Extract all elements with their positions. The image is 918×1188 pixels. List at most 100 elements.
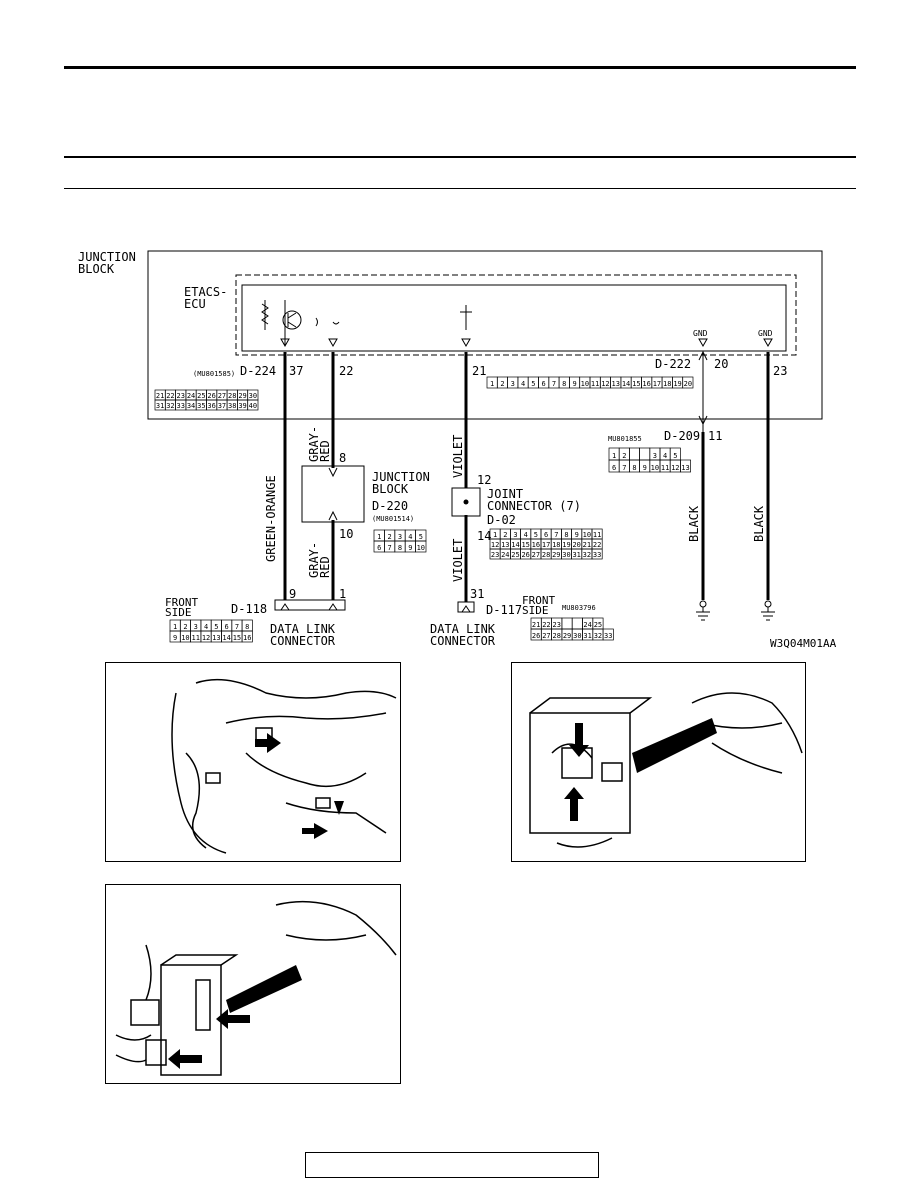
connector-d02: D-02 [487,513,516,527]
cavity-number: 8 [564,531,568,539]
cavity-number: 37 [218,402,226,410]
cavity-number: 29 [563,632,571,640]
cavity-number: 7 [387,544,391,552]
figure-code: W3Q04M01AA [770,637,837,650]
cavity-number: 29 [238,392,246,400]
d117-part: MU803796 [562,604,596,612]
cavity-number: 3 [513,531,517,539]
cavity-number: 11 [192,634,200,642]
cavity-number: 22 [593,541,601,549]
cavity-number: 6 [542,380,546,388]
cavity-number: 1 [493,531,497,539]
pin-14: 14 [477,529,491,543]
cavity-number: 2 [387,533,391,541]
cavity-number: 31 [572,551,580,559]
cavity-number: 24 [187,392,195,400]
cavity-number: 16 [642,380,650,388]
cavity-number: 34 [187,402,195,410]
pin-10: 10 [339,527,353,541]
cavity-number: 26 [532,632,540,640]
cavity-number: 9 [575,531,579,539]
cavity-number: 33 [604,632,612,640]
cavity-number: 8 [398,544,402,552]
cavity-number: 5 [534,531,538,539]
dashboard-harness-illustration [171,678,397,854]
cavity-number: 1 [612,452,616,460]
cavity-number: 15 [632,380,640,388]
connector-d224: D-224 [240,364,276,378]
ecu-pin-markers [280,338,773,348]
cavity-number: 32 [594,632,602,640]
wiring-diagram: JUNCTION BLOCK ETACS- ECU GND GND [78,250,837,650]
junction-block-box [147,250,823,420]
cavity-number: 26 [207,392,215,400]
connector-cavity [629,447,640,461]
cavity-number: 2 [183,623,187,631]
cavity-number: 6 [225,623,229,631]
cavity-number: 20 [572,541,580,549]
jb2-label-2: BLOCK [372,482,409,496]
location-illustration-1 [105,662,401,862]
cavity-number: 26 [521,551,529,559]
arrow-icon-6 [216,1009,250,1029]
pin-20: 20 [714,357,728,371]
cavity-number: 13 [501,541,509,549]
connector-d222: D-222 [655,357,691,371]
cavity-number: 11 [661,464,669,472]
cavity-number: 39 [238,402,246,410]
location-illustration-3 [105,884,401,1084]
cavity-number: 3 [398,533,402,541]
cavity-number: 22 [542,621,550,629]
cavity-number: 35 [197,402,205,410]
cavity-number: 4 [524,531,528,539]
cavity-number: 12 [202,634,210,642]
dlc-terminals [274,599,475,613]
wire-gray-red-top: GRAY- [307,426,321,462]
cavity-number: 23 [491,551,499,559]
pin-9: 9 [289,587,296,601]
cavity-number: 25 [511,551,519,559]
connector-cavity [639,447,651,461]
dlc-label-1: DATA LINK [270,622,336,636]
wire-black-11: BLACK [687,505,701,542]
cavity-number: 31 [156,402,164,410]
cavity-number: 16 [532,541,540,549]
joint-label-2: CONNECTOR (7) [487,499,581,513]
joint-connector-box [451,487,481,517]
arrow-icon-7 [168,1049,202,1069]
cavity-number: 12 [671,464,679,472]
cavity-number: 10 [181,634,189,642]
cavity-number: 31 [583,632,591,640]
cavity-number: 12 [491,541,499,549]
wire-black-23: BLACK [752,505,766,542]
cavity-number: 13 [612,380,620,388]
connector-cavity [682,376,694,389]
wire-gray-red-top-2: RED [318,440,332,462]
connector-d220: D-220 [372,499,408,513]
connector-cavity [415,540,427,553]
cavity-number: 27 [542,632,550,640]
arrow-icon-3 [334,801,344,815]
cavity-number: 21 [532,621,540,629]
cavity-number: 3 [511,380,515,388]
connector-cavity [602,628,614,641]
cavity-number: 14 [511,541,519,549]
cavity-number: 4 [204,623,208,631]
cavity-number: 8 [245,623,249,631]
ground-symbols [696,600,775,621]
wire-green-orange: GREEN-ORANGE [264,475,278,562]
junction-block-label: JUNCTION [78,250,136,264]
arrow-icon-5 [564,787,584,821]
wire-violet-top: VIOLET [451,435,465,478]
cavity-number: 28 [542,551,550,559]
pin-11: 11 [708,429,722,443]
cavity-number: 8 [562,380,566,388]
cavity-number: 9 [572,380,576,388]
cavity-number: 2 [622,452,626,460]
gnd-label-23: GND [758,329,773,338]
cavity-number: 14 [222,634,230,642]
